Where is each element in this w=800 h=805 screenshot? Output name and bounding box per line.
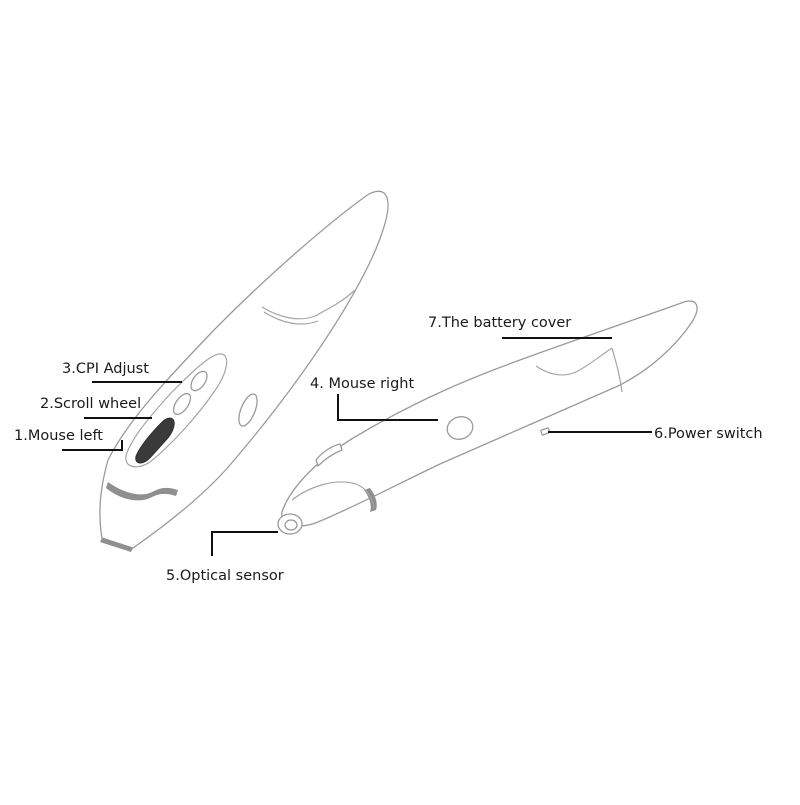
pen-front-tip-band <box>261 289 356 320</box>
label-mouse-left: 1.Mouse left <box>14 428 103 444</box>
scroll-wheel-button[interactable] <box>170 391 194 418</box>
power-switch-slider[interactable] <box>540 427 551 436</box>
optical-sensor-lens-inner <box>284 519 298 531</box>
mouse-left-button[interactable] <box>135 417 175 464</box>
leader-lines <box>62 337 652 556</box>
pen-front-tip-band-2 <box>263 311 319 325</box>
label-mouse-right: 4. Mouse right <box>310 376 414 392</box>
mouse-right-button[interactable] <box>444 413 476 443</box>
battery-cover-edge <box>611 347 623 393</box>
pen-side-top-button[interactable] <box>315 443 343 467</box>
battery-cover-seam <box>535 347 613 376</box>
label-scroll-wheel: 2.Scroll wheel <box>40 396 141 412</box>
pen-front-button-panel <box>125 353 228 468</box>
pen-side-body <box>280 300 698 527</box>
label-optical-sensor: 5.Optical sensor <box>166 568 284 584</box>
leader-mouse-right <box>337 394 438 421</box>
pen-side-view <box>277 300 698 535</box>
leader-mouse-left <box>62 440 123 451</box>
pen-front-bottom-cap <box>100 538 133 552</box>
pen-front-side-button[interactable] <box>235 392 261 429</box>
pen-front-lower-band <box>106 482 178 501</box>
label-battery-cover: 7.The battery cover <box>428 315 571 331</box>
pen-front-view <box>99 190 389 552</box>
pen-front-body <box>99 190 389 549</box>
leader-optical-sensor <box>211 531 278 556</box>
label-cpi-adjust: 3.CPI Adjust <box>62 361 149 377</box>
label-power-switch: 6.Power switch <box>654 426 763 442</box>
cpi-adjust-button[interactable] <box>188 369 210 394</box>
pen-side-nose-seam <box>291 481 375 509</box>
callout-labels: 3.CPI Adjust 2.Scroll wheel 1.Mouse left… <box>14 315 763 584</box>
